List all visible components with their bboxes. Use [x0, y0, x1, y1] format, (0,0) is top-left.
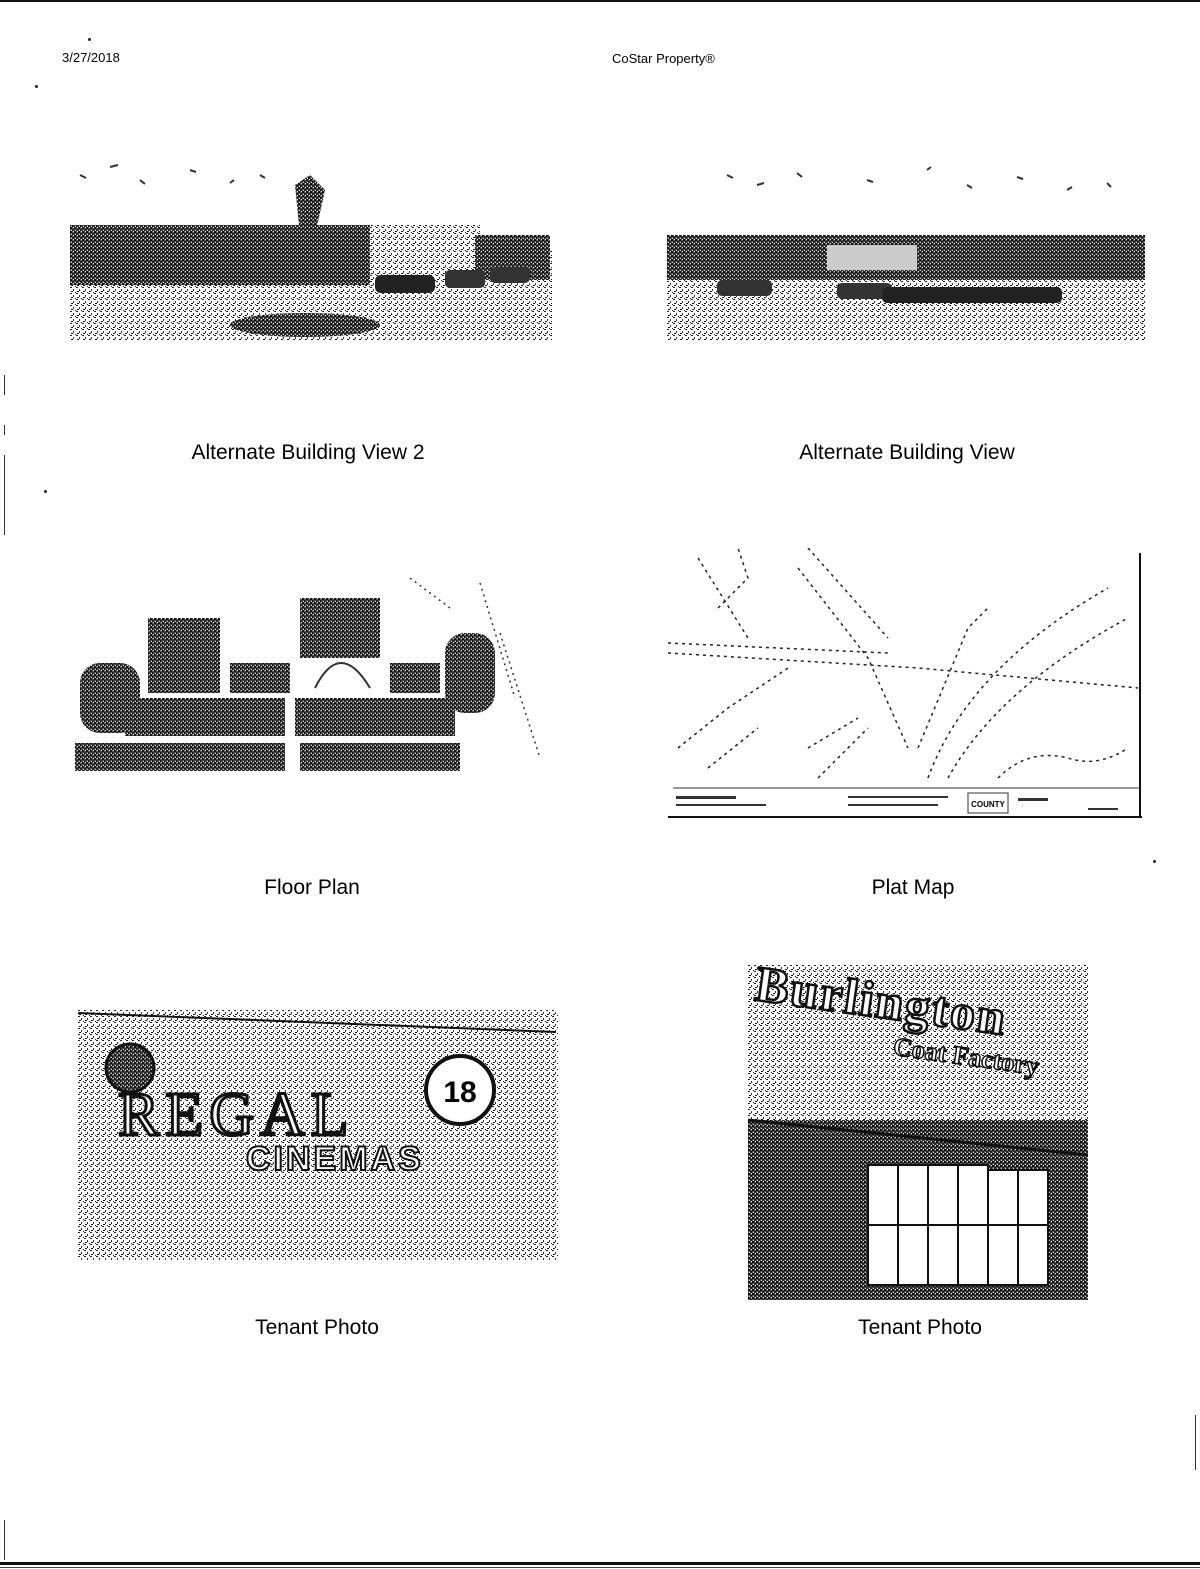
- tenant-photo-regal: 18 REGAL CINEMAS: [78, 1010, 558, 1260]
- scan-speck: [88, 38, 91, 41]
- page-top-border: [0, 0, 1200, 2]
- scan-mark: [4, 425, 5, 435]
- print-date: 3/27/2018: [62, 50, 120, 65]
- scan-speck: [35, 85, 38, 88]
- caption-plat-map: Plat Map: [871, 876, 955, 899]
- caption-tenant-photo-2: Tenant Photo: [858, 1316, 982, 1339]
- caption-alternate-building-view: Alternate Building View: [799, 441, 1015, 464]
- floor-plan-image: [70, 578, 555, 793]
- regal-screen-count: 18: [443, 1076, 476, 1109]
- scan-speck: [44, 490, 47, 493]
- page-bottom-border: [0, 1562, 1200, 1565]
- building-photo-view: [667, 155, 1145, 340]
- caption-floor-plan: Floor Plan: [264, 876, 360, 899]
- scan-speck: [1153, 860, 1156, 863]
- caption-tenant-photo-1: Tenant Photo: [255, 1316, 379, 1339]
- regal-sign-word: REGAL: [118, 1081, 355, 1149]
- scan-mark: [4, 375, 5, 395]
- scan-mark: [4, 1520, 5, 1560]
- scan-mark: [1195, 1415, 1196, 1470]
- caption-alternate-building-view-2: Alternate Building View 2: [191, 441, 425, 464]
- plat-map-legend: COUNTY: [971, 800, 1005, 809]
- scan-mark: [4, 455, 5, 535]
- plat-map-image: COUNTY: [668, 548, 1146, 820]
- tenant-photo-burlington: Burlington Coat Factory: [748, 965, 1088, 1300]
- regal-sign-subword: CINEMAS: [246, 1140, 424, 1178]
- page-bottom-border-thin: [0, 1567, 1200, 1568]
- building-photo-view-2: [70, 155, 552, 340]
- brand-header: CoStar Property®: [612, 51, 715, 66]
